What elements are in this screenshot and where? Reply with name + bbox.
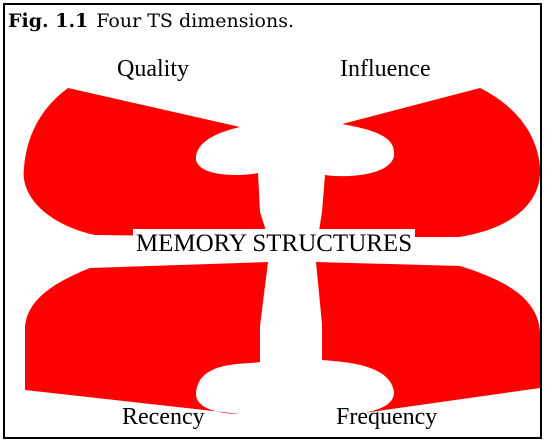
memory-structures-label: MEMORY STRUCTURES — [0, 229, 548, 259]
quality-shape — [23, 88, 268, 237]
figure-caption-text: Four TS dimensions. — [96, 10, 294, 32]
influence-shape — [318, 88, 541, 237]
figure-caption: Fig. 1.1 Four TS dimensions. — [8, 10, 294, 32]
quality-label: Quality — [117, 56, 189, 82]
frequency-label: Frequency — [336, 404, 438, 430]
recency-label: Recency — [122, 404, 205, 430]
figure-number: Fig. 1.1 — [8, 10, 89, 32]
influence-label: Influence — [340, 56, 431, 82]
recency-shape — [25, 262, 268, 414]
memory-structures-text: MEMORY STRUCTURES — [132, 229, 416, 259]
frequency-shape — [316, 262, 540, 416]
